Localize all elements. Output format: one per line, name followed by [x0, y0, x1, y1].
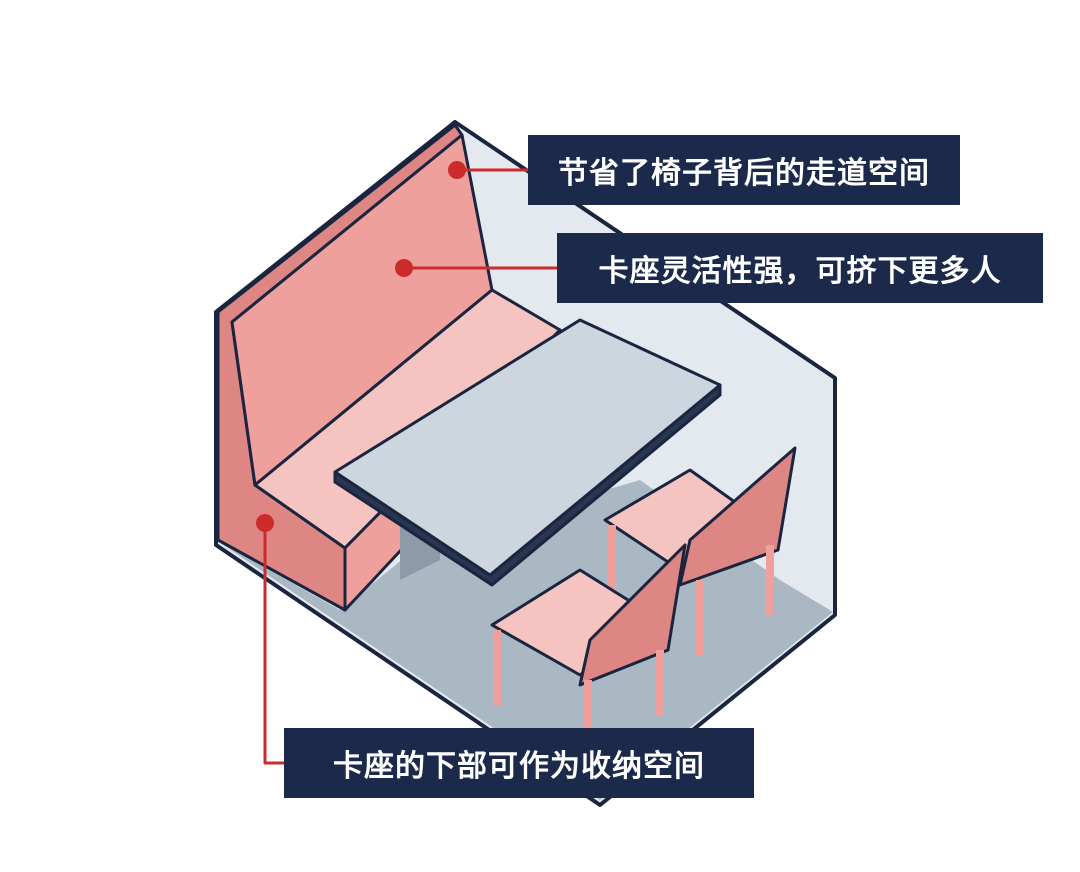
chair-front — [490, 543, 687, 745]
callout-walkway: 节省了椅子背后的走道空间 — [528, 135, 960, 205]
table-top — [333, 318, 722, 577]
chair-back — [603, 446, 797, 655]
pointers — [256, 161, 558, 765]
callout-flexibility: 卡座灵活性强，可挤下更多人 — [557, 233, 1043, 303]
callout-storage: 卡座的下部可作为收纳空间 — [284, 728, 754, 798]
